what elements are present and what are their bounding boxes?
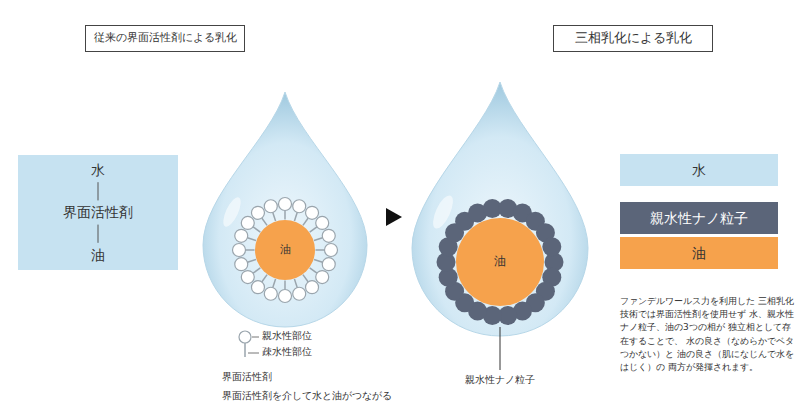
surfactant-tail bbox=[262, 218, 267, 225]
surfactant-tail bbox=[246, 249, 255, 251]
surfactant-tail bbox=[244, 343, 246, 357]
surfactant-head bbox=[233, 244, 246, 257]
node-text: 水 bbox=[692, 161, 706, 179]
surfactant-tail bbox=[314, 259, 323, 262]
part-label: 親水性部位 bbox=[262, 330, 312, 342]
surfactant-tail bbox=[247, 238, 256, 241]
nanoparticle-ring bbox=[437, 199, 564, 325]
connector-line bbox=[98, 182, 99, 200]
node-text: 油 bbox=[692, 244, 706, 262]
node-text: 油 bbox=[91, 246, 105, 264]
oil-core: 油 bbox=[456, 218, 544, 306]
surfactant-tail bbox=[310, 227, 317, 232]
surfactant-head bbox=[279, 290, 292, 303]
surfactant-head bbox=[279, 198, 292, 211]
surfactant-tail bbox=[316, 249, 325, 251]
surfactant-head bbox=[235, 258, 248, 271]
surfactant-tail bbox=[310, 268, 317, 273]
hydrophilic-nanoparticle bbox=[542, 237, 561, 256]
phase-band: 親水性ナノ粒子 bbox=[620, 202, 778, 234]
connector-line bbox=[98, 225, 99, 243]
surfactant-head bbox=[235, 229, 248, 242]
description-text: ファンデルワールス力を利用した 三相乳化技術では界面活性剤を使用せず 水、親水性… bbox=[620, 295, 794, 374]
surfactant-tail bbox=[284, 211, 286, 220]
surfactant-head bbox=[264, 287, 277, 300]
surfactant-tail bbox=[262, 275, 267, 282]
oil-fill bbox=[255, 220, 315, 280]
surfactant-head bbox=[306, 206, 319, 219]
surfactant-head bbox=[241, 271, 254, 284]
water-droplet bbox=[412, 82, 588, 336]
node-text: 界面活性剤 bbox=[63, 203, 133, 221]
part-label: 親水性ナノ粒子 bbox=[465, 374, 535, 386]
surfactant-head bbox=[251, 281, 264, 294]
phase-band: 油 bbox=[620, 237, 778, 269]
surfactant-tail bbox=[273, 279, 276, 288]
process-arrow bbox=[386, 208, 402, 226]
surfactant-tail bbox=[253, 268, 260, 273]
surfactant-ring bbox=[233, 198, 338, 303]
leader-line bbox=[252, 337, 259, 338]
surfactant-head bbox=[251, 206, 264, 219]
leader-line bbox=[248, 353, 259, 354]
surfactant-tail bbox=[253, 227, 260, 232]
surfactant-tail bbox=[314, 238, 323, 241]
surfactant-tail bbox=[247, 259, 256, 262]
leader-line bbox=[500, 327, 501, 370]
surfactant-head bbox=[293, 200, 306, 213]
surfactant-head bbox=[325, 244, 338, 257]
surfactant-head bbox=[241, 216, 254, 229]
water-droplet bbox=[203, 92, 367, 327]
surfactant-tail bbox=[284, 281, 286, 290]
icon-caption: 界面活性剤 bbox=[222, 371, 272, 383]
node-text: 親水性ナノ粒子 bbox=[650, 209, 748, 227]
surfactant-head bbox=[264, 200, 277, 213]
part-label: 疎水性部位 bbox=[262, 346, 312, 358]
surfactant-tail bbox=[303, 275, 308, 282]
surfactant-tail bbox=[303, 218, 308, 225]
heading-box: 従来の界面活性剤による乳化 bbox=[85, 25, 245, 52]
note-text: 界面活性剤を介して水と油がつながる bbox=[222, 390, 392, 402]
oil-fill bbox=[456, 218, 544, 306]
surfactant-head bbox=[322, 229, 335, 242]
surfactant-head bbox=[322, 258, 335, 271]
droplet-highlight bbox=[220, 195, 244, 229]
surfactant-tail bbox=[273, 212, 276, 221]
node-text: 三相乳化による乳化 bbox=[575, 30, 692, 47]
surfactant-head bbox=[239, 331, 251, 343]
node-text: 従来の界面活性剤による乳化 bbox=[94, 31, 237, 45]
surfactant-head bbox=[316, 216, 329, 229]
surfactant-head bbox=[316, 271, 329, 284]
node-text: 油 bbox=[280, 243, 291, 257]
surfactant-head bbox=[306, 281, 319, 294]
node-text: 油 bbox=[494, 254, 506, 270]
heading-box: 三相乳化による乳化 bbox=[553, 25, 713, 52]
phase-band: 水 bbox=[620, 154, 778, 186]
node-text: 水 bbox=[91, 161, 105, 179]
surfactant-head bbox=[293, 287, 306, 300]
structure-panel: 水界面活性剤油 bbox=[18, 155, 178, 270]
surfactant-tail bbox=[294, 279, 297, 288]
oil-core: 油 bbox=[255, 220, 315, 280]
surfactant-tail bbox=[294, 212, 297, 221]
